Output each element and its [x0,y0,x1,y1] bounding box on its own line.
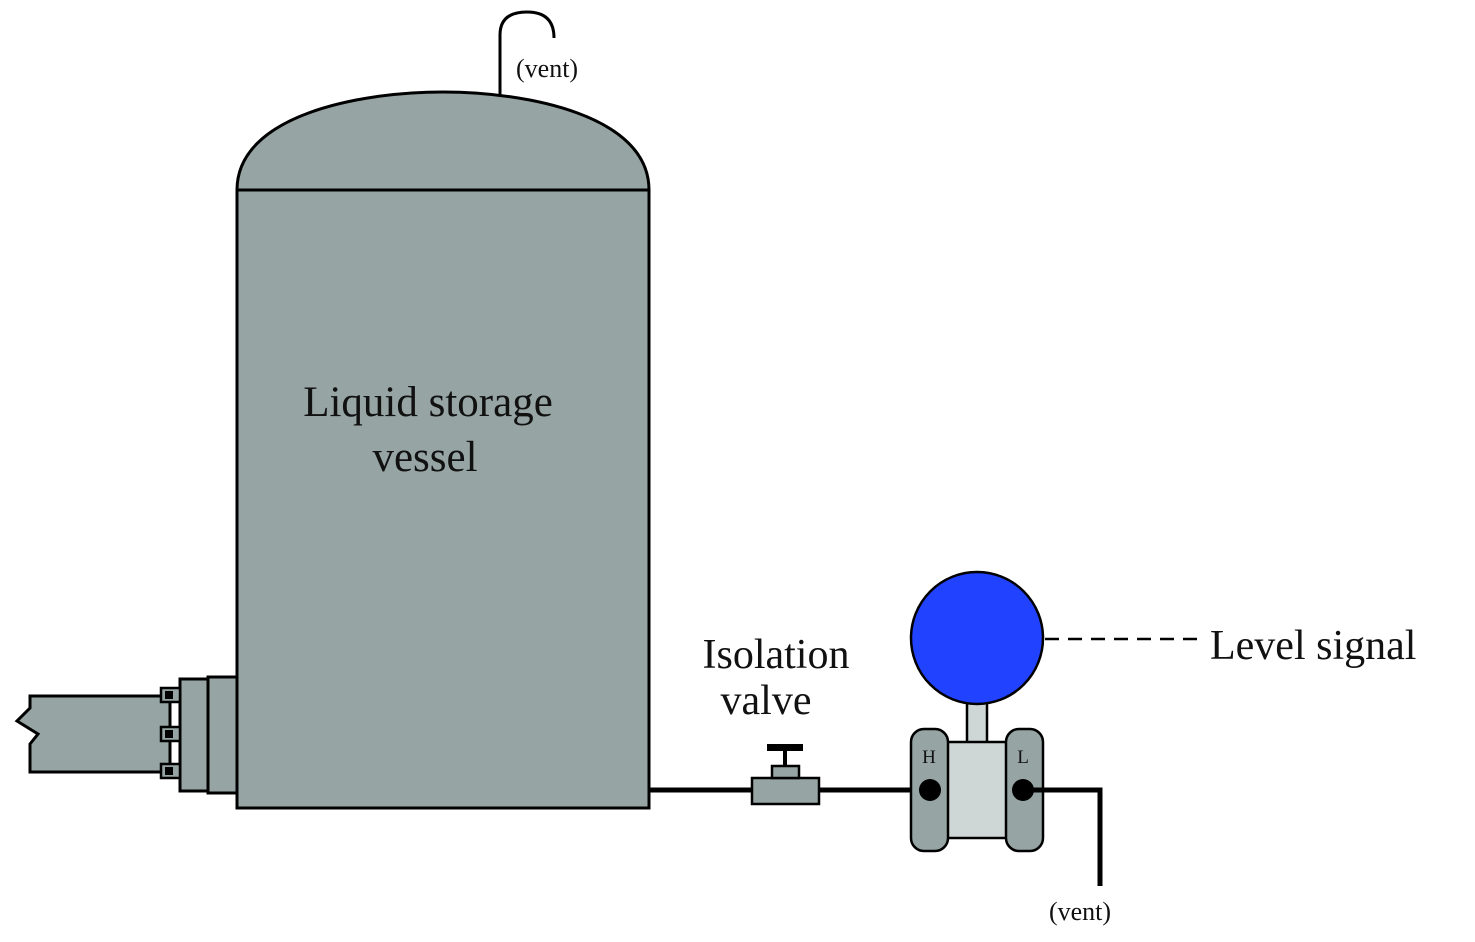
transmitter-head [909,570,1045,706]
transmitter-body [944,740,1011,840]
high-port-label: H [922,747,936,768]
differential-pressure-transmitter-icon: H L [909,570,1045,853]
flange-bolts [159,686,182,780]
transmitter-neck [965,700,989,746]
level-signal-label: Level signal [1210,623,1416,669]
top-vent-pipe [498,10,556,95]
valve-handwheel [767,744,803,751]
nozzle-flange-inner [206,675,239,795]
valve-bonnet [770,764,801,780]
top-vent-label: (vent) [516,54,578,83]
low-port-label: L [1017,747,1029,768]
high-pressure-port [919,779,941,801]
vessel-label-line1: Liquid storage [303,379,553,426]
flanged-nozzle [14,675,239,795]
gate-valve-icon [750,744,821,806]
low-side-vent-line [1023,787,1103,886]
nozzle-flange-outer [178,677,210,793]
valve-body [750,776,821,806]
nozzle-pipe-stub [14,694,172,774]
vessel-label-line2: vessel [372,434,477,481]
valve-label-line2: valve [721,678,812,724]
vessel-body [235,188,651,810]
valve-label-line1: Isolation [703,632,850,678]
vessel-dome [235,90,651,192]
bottom-vent-label: (vent) [1049,897,1111,926]
liquid-storage-vessel: Liquid storage vessel [235,90,651,810]
